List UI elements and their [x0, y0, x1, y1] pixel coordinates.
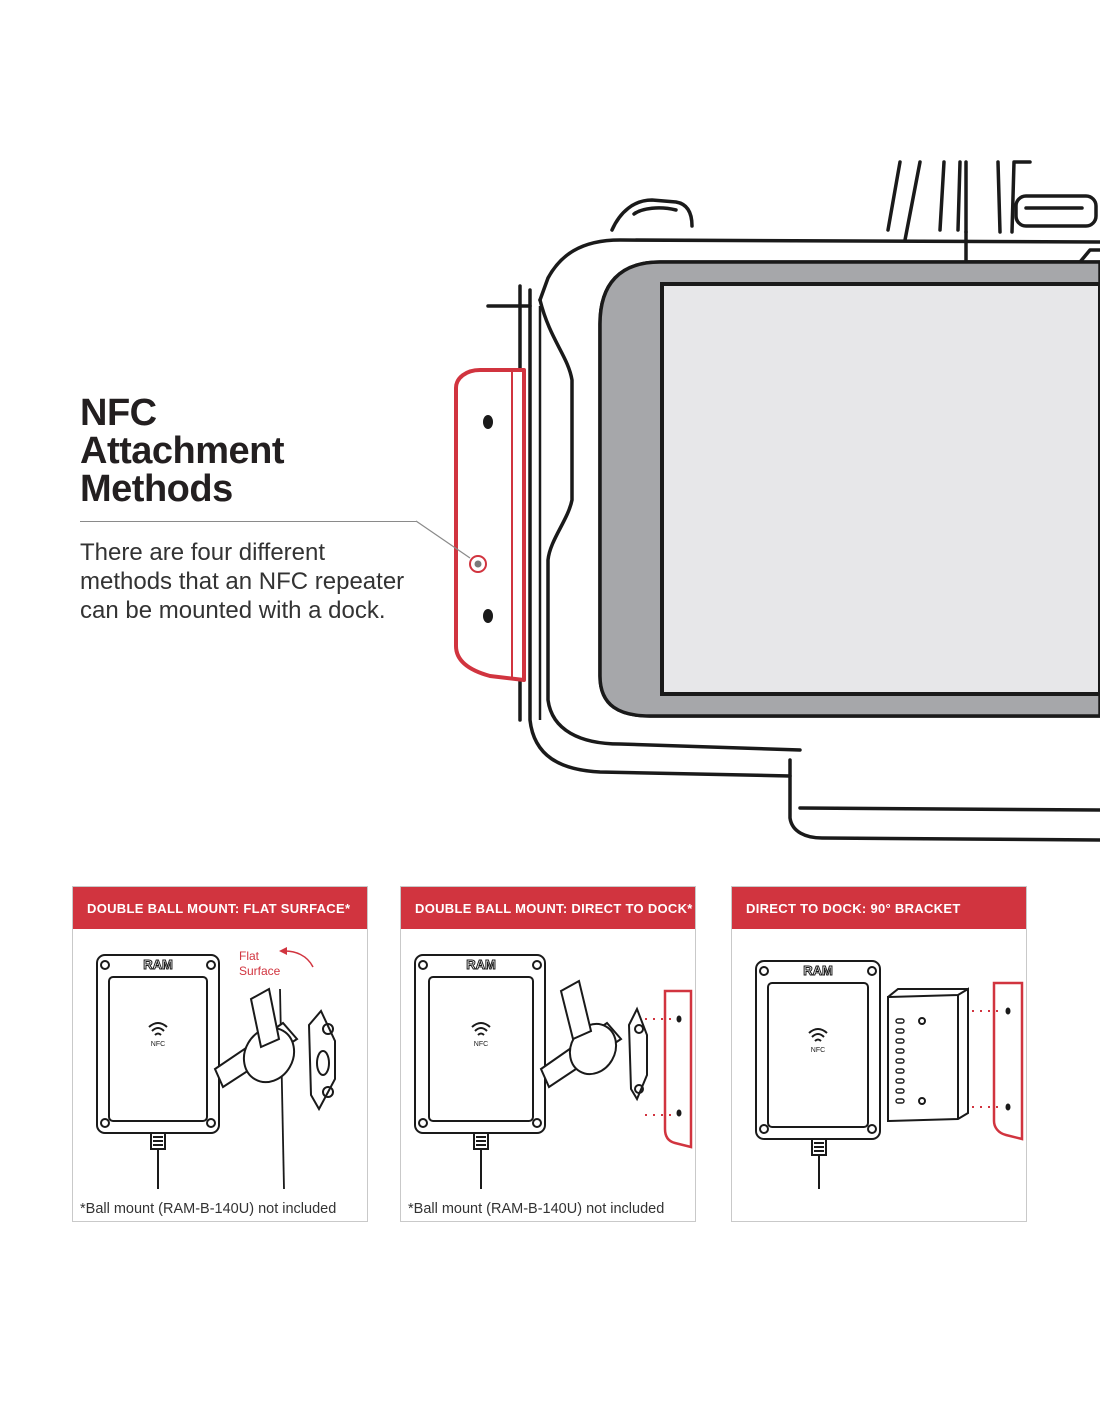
panel-title: DIRECT TO DOCK: 90° BRACKET [732, 887, 1026, 929]
page-description: There are four different methods that an… [80, 539, 405, 624]
panel-title: DOUBLE BALL MOUNT: FLAT SURFACE* [73, 887, 367, 929]
ram-logo: RAM [466, 957, 496, 972]
flat-surface-mount-illustration: RAM NFC [96, 947, 336, 1189]
title-line-2: Attachment [80, 430, 285, 472]
title-line-1: NFC [80, 392, 157, 434]
nfc-repeater-mini [992, 981, 1024, 1141]
panel-90-bracket: DIRECT TO DOCK: 90° BRACKET [731, 886, 1027, 1222]
flat-callout-line-2: Surface [239, 964, 281, 978]
panel-note: *Ball mount (RAM-B-140U) not included [80, 1201, 337, 1217]
title-divider [80, 521, 416, 522]
nfc-repeater-illustration [454, 368, 526, 682]
dock-illustration [415, 160, 1100, 842]
nfc-label: NFC [474, 1041, 488, 1048]
title-line-3: Methods [80, 468, 233, 510]
ram-logo: RAM [143, 957, 173, 972]
bracket-mount-illustration: RAM NFC [755, 960, 1024, 1189]
panel-note: *Ball mount (RAM-B-140U) not included [408, 1201, 665, 1217]
page-title: NFC Attachment Methods [80, 392, 285, 510]
panel-title: DOUBLE BALL MOUNT: DIRECT TO DOCK* [401, 887, 695, 929]
nfc-label: NFC [151, 1041, 165, 1048]
direct-to-dock-mount-illustration: RAM NFC [414, 954, 693, 1189]
nfc-repeater-mini [663, 989, 693, 1149]
flat-callout-line-1: Flat [239, 949, 260, 963]
nfc-label: NFC [811, 1047, 825, 1054]
ram-logo: RAM [803, 963, 833, 978]
panel-direct-to-dock: DOUBLE BALL MOUNT: DIRECT TO DOCK* RAM N… [400, 886, 696, 1222]
panel-flat-surface: DOUBLE BALL MOUNT: FLAT SURFACE* RAM [72, 886, 368, 1222]
